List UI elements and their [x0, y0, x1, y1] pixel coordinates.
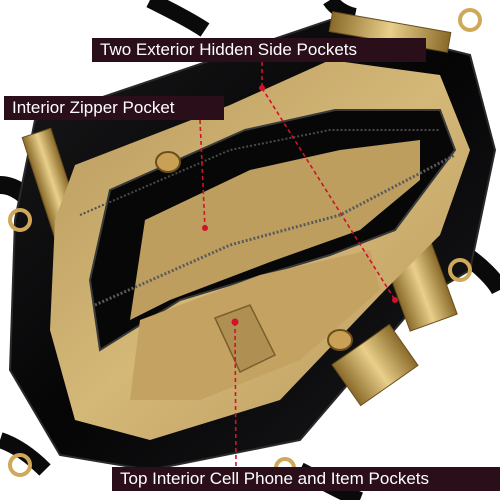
magnetic-snaps	[155, 151, 353, 351]
callout-interior-zipper-pocket: Interior Zipper Pocket	[4, 96, 224, 120]
callout-top-interior-pockets: Top Interior Cell Phone and Item Pockets	[112, 467, 500, 491]
pointer-lines	[199, 62, 396, 469]
callout-exterior-side-pockets: Two Exterior Hidden Side Pockets	[92, 38, 426, 62]
zipper-track	[94, 153, 456, 307]
cell-phone-pocket	[213, 304, 277, 374]
middle-compartment-lining	[130, 140, 420, 320]
pointer-dots	[202, 85, 398, 326]
